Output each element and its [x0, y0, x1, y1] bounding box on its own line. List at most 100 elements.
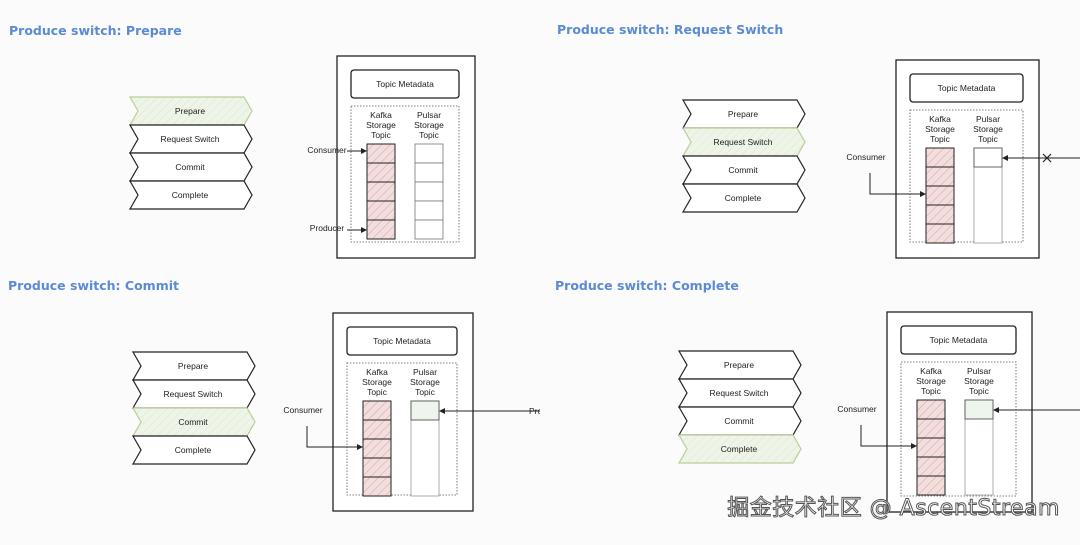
topic-metadata-label: Topic Metadata: [373, 336, 431, 346]
kafka-cell: [916, 456, 946, 477]
kafka-cell: [366, 143, 396, 164]
consumer-label: Consumer: [307, 145, 346, 155]
watermark: 掘金技术社区 @ AscentStream: [727, 496, 1060, 522]
kafka-cell: [362, 457, 392, 478]
step-commit: Commit: [681, 155, 806, 185]
kafka-topic-label: Storage: [925, 124, 955, 134]
kafka-cell: [925, 204, 955, 225]
kafka-cell: [362, 400, 392, 421]
kafka-topic-label: Kafka: [920, 366, 942, 376]
step-label: Complete: [172, 190, 209, 200]
kafka-topic-label: Topic: [921, 386, 942, 396]
step-chevron: [677, 434, 802, 464]
kafka-cell: [362, 438, 392, 459]
step-prepare: Prepare: [681, 99, 806, 129]
topic-metadata-box: [900, 325, 1017, 355]
producer-label: Prod: [529, 406, 540, 416]
step-label: Prepare: [178, 361, 209, 371]
pulsar-topic-label: Pulsar: [967, 366, 991, 376]
step-chevron: [128, 180, 253, 210]
step-chevron: [131, 435, 256, 465]
pulsar-active-cell: [410, 400, 440, 421]
pulsar-topic-label: Pulsar: [417, 110, 441, 120]
topic-metadata-label: Topic Metadata: [930, 335, 988, 345]
storage-container: [346, 362, 458, 496]
producer-label: Producer: [310, 223, 345, 233]
kafka-cell: [925, 166, 955, 187]
step-request-switch: Request Switch: [131, 379, 256, 409]
step-label: Complete: [175, 445, 212, 455]
pulsar-topic-label: Topic: [415, 387, 436, 397]
step-prepare: Prepare: [131, 351, 256, 381]
pulsar-topic-label: Topic: [419, 130, 440, 140]
consumer-arrow: [860, 425, 917, 449]
kafka-cell: [925, 223, 955, 244]
kafka-cell: [916, 399, 946, 420]
consumer-arrow: [306, 426, 363, 450]
consumer-arrow: [869, 173, 926, 197]
step-prepare: Prepare: [128, 96, 253, 126]
kafka-cell: [916, 475, 946, 496]
panel-title: Produce switch: Commit: [8, 278, 179, 293]
blocked-x-icon: [1042, 153, 1052, 163]
consumer-label: Consumer: [846, 152, 885, 162]
pulsar-topic-label: Storage: [410, 377, 440, 387]
panel-title: Produce switch: Request Switch: [557, 22, 784, 37]
storage-container: [909, 109, 1024, 243]
panel-title: Produce switch: Complete: [555, 278, 739, 293]
consumer-label: Consumer: [283, 405, 322, 415]
kafka-cell: [366, 162, 396, 183]
pulsar-topic-label: Topic: [978, 134, 999, 144]
step-commit: Commit: [128, 152, 253, 182]
pulsar-topic-label: Pulsar: [413, 367, 437, 377]
pulsar-cell: [414, 143, 444, 164]
topic-metadata-box: [909, 73, 1024, 103]
step-label: Request Switch: [709, 388, 768, 398]
step-label: Commit: [178, 417, 208, 427]
pulsar-cell: [414, 162, 444, 183]
storage-container: [350, 105, 460, 243]
step-request-switch: Request Switch: [128, 124, 253, 154]
pulsar-active-cell: [973, 147, 1003, 168]
consumer-label: Consumer: [837, 404, 876, 414]
panel-title: Produce switch: Prepare: [9, 23, 182, 38]
step-label: Request Switch: [163, 389, 222, 399]
pulsar-topic-label: Topic: [969, 386, 990, 396]
step-label: Commit: [728, 165, 758, 175]
kafka-topic-label: Kafka: [370, 110, 392, 120]
pulsar-cell: [414, 181, 444, 202]
topic-metadata-label: Topic Metadata: [938, 83, 996, 93]
kafka-cell: [362, 476, 392, 497]
kafka-cell: [916, 437, 946, 458]
pulsar-topic-label: Storage: [964, 376, 994, 386]
kafka-topic-label: Kafka: [366, 367, 388, 377]
kafka-cell: [366, 181, 396, 202]
kafka-topic-label: Storage: [362, 377, 392, 387]
step-complete: Complete: [677, 434, 802, 464]
pulsar-cell: [414, 200, 444, 221]
topic-metadata-label: Topic Metadata: [376, 79, 434, 89]
kafka-topic-label: Kafka: [929, 114, 951, 124]
step-commit: Commit: [677, 406, 802, 436]
step-label: Prepare: [175, 106, 206, 116]
kafka-topic-label: Storage: [366, 120, 396, 130]
step-chevron: [681, 183, 806, 213]
pulsar-cell: [414, 219, 444, 240]
topic-metadata-box: [346, 326, 458, 356]
step-complete: Complete: [128, 180, 253, 210]
pulsar-active-cell: [964, 399, 994, 420]
step-request-switch: Request Switch: [677, 378, 802, 408]
kafka-cell: [925, 185, 955, 206]
kafka-cell: [366, 219, 396, 240]
step-label: Request Switch: [713, 137, 772, 147]
topic-metadata-box: [350, 69, 460, 99]
step-label: Complete: [721, 444, 758, 454]
kafka-topic-label: Topic: [367, 387, 388, 397]
kafka-cell: [925, 147, 955, 168]
